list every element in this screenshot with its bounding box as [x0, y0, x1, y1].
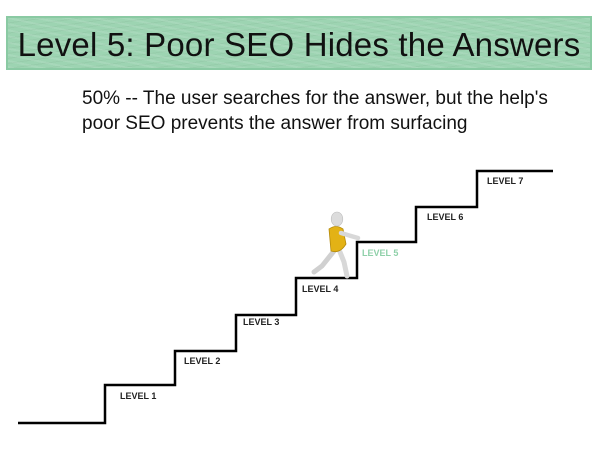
- level-5-label: LEVEL 5: [362, 248, 398, 258]
- level-7-label: LEVEL 7: [487, 176, 523, 186]
- subtitle-line-1: 50% -- The user searches for the answer,…: [82, 88, 548, 109]
- slide-title: Level 5: Poor SEO Hides the Answers: [17, 26, 581, 63]
- level-2-label: LEVEL 2: [184, 356, 220, 366]
- staircase-line: [18, 169, 553, 425]
- level-3-label: LEVEL 3: [243, 317, 279, 327]
- title-banner: Level 5: Poor SEO Hides the Answers: [6, 16, 592, 70]
- level-6-label: LEVEL 6: [427, 212, 463, 222]
- climbing-person-icon: [311, 211, 361, 279]
- level-1-label: LEVEL 1: [120, 391, 156, 401]
- level-4-label: LEVEL 4: [302, 284, 338, 294]
- subtitle-line-2: poor SEO prevents the answer from surfac…: [82, 113, 468, 134]
- slide-subtitle: 50% -- The user searches for the answer,…: [82, 86, 582, 136]
